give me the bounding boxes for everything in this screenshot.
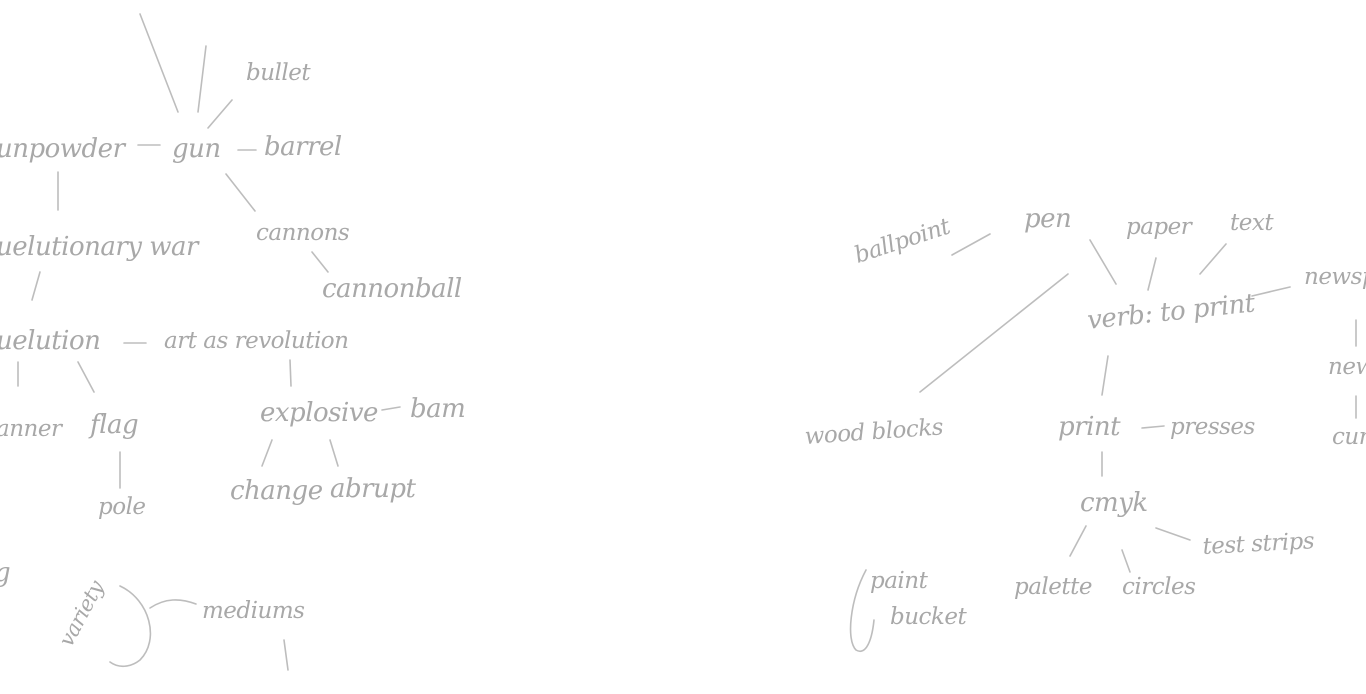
word-text: text — [1230, 210, 1274, 236]
connector-line — [1069, 525, 1087, 557]
connector-line — [311, 251, 329, 273]
word-g-fragment: g — [0, 560, 11, 586]
word-print: print — [1058, 412, 1121, 442]
connector-line — [1101, 355, 1109, 396]
word-bucket: bucket — [890, 604, 967, 630]
word-art-as-revolution: art as revolution — [164, 328, 349, 354]
connector-line — [289, 359, 292, 387]
connector-line — [77, 361, 95, 393]
word-mediums: mediums — [202, 598, 305, 624]
word-test-strips: test strips — [1201, 528, 1315, 560]
connector-line — [381, 406, 401, 411]
word-palette: palette — [1014, 574, 1093, 600]
connector-line — [1141, 425, 1165, 429]
connector-line — [1089, 239, 1117, 285]
word-paper: paper — [1126, 214, 1192, 240]
connector-line — [329, 439, 339, 467]
connector-line — [139, 13, 179, 113]
word-paint: paint — [870, 568, 928, 594]
word-cannonball: cannonball — [322, 274, 462, 304]
connector-line — [1121, 549, 1131, 573]
word-gun: gun — [172, 134, 221, 164]
connector-line — [919, 273, 1069, 393]
connector-line — [197, 45, 207, 113]
word-revolutionary-war: uelutionary war — [0, 232, 198, 262]
word-news-fragment: new — [1328, 354, 1366, 380]
connector-line — [1155, 527, 1191, 541]
word-pen: pen — [1024, 204, 1072, 234]
word-circles: circles — [1122, 574, 1196, 600]
word-gunpowder: unpowder — [0, 134, 125, 164]
word-barrel: barrel — [264, 132, 342, 162]
connector-line — [1147, 257, 1157, 291]
word-cannons: cannons — [256, 220, 350, 246]
connector-line — [1251, 286, 1291, 297]
connector-line — [31, 271, 41, 301]
connector-line — [207, 99, 233, 129]
word-presses: presses — [1170, 414, 1255, 440]
word-bullet: bullet — [246, 60, 311, 86]
word-flag: flag — [90, 410, 139, 440]
connector-line — [283, 639, 289, 671]
word-revolution: uelution — [0, 326, 101, 356]
connector-line — [149, 599, 197, 609]
word-pole: pole — [98, 494, 146, 520]
connector-line — [225, 173, 256, 212]
word-cmyk: cmyk — [1080, 488, 1148, 518]
connector-line — [951, 233, 991, 256]
connector-line — [849, 569, 875, 653]
word-banner: anner — [0, 416, 62, 442]
word-change: change — [230, 476, 323, 506]
word-abrupt: abrupt — [330, 474, 416, 504]
word-cur-fragment: cur — [1332, 424, 1366, 450]
word-explosive: explosive — [260, 398, 378, 428]
word-newspaper-fragment: newsp — [1304, 264, 1366, 290]
connector-line — [109, 585, 152, 668]
connector-line — [1199, 243, 1227, 275]
word-bam: bam — [410, 394, 466, 424]
connector-line — [261, 439, 273, 467]
